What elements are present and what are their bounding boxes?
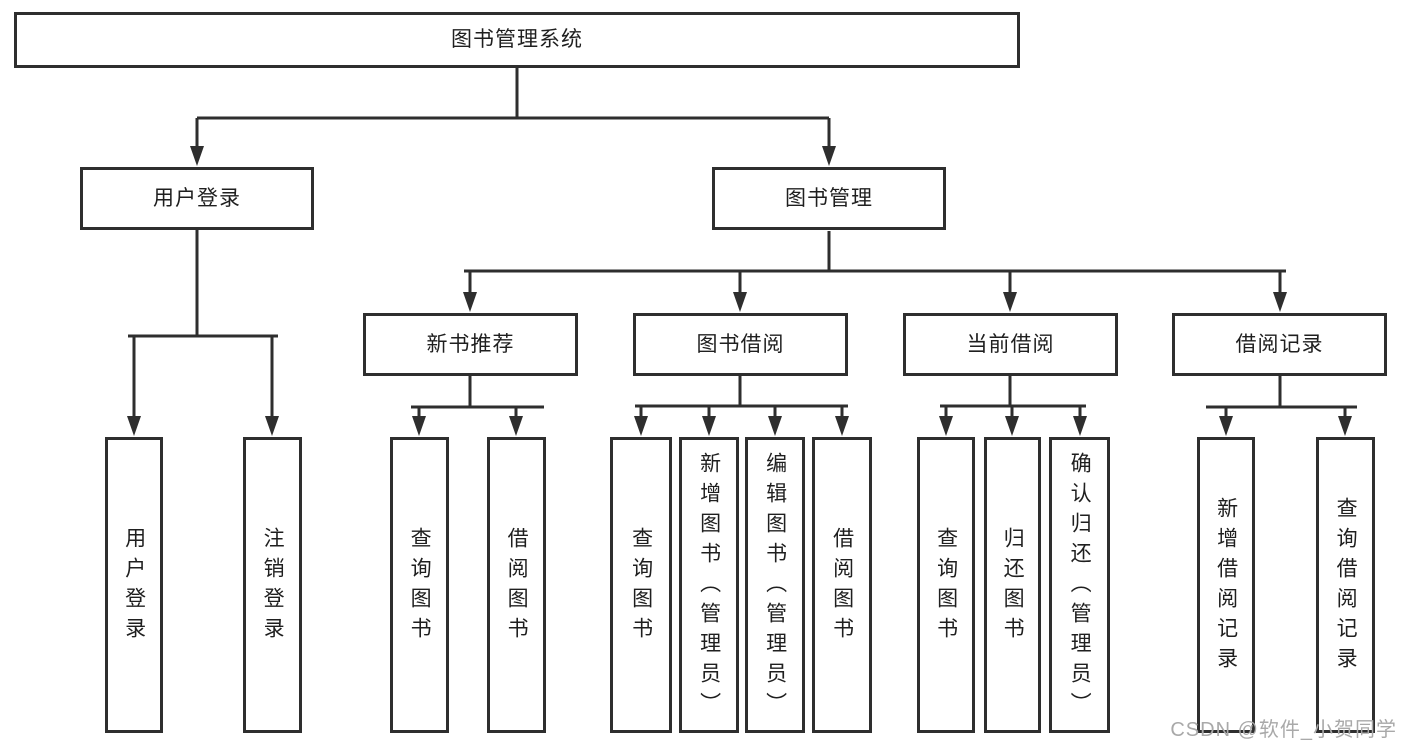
arrowhead-icon [939, 416, 953, 436]
arrowhead-icon [702, 416, 716, 436]
leaf-confirm-return-admin: 确认归还（管理员） [1049, 437, 1110, 733]
arrowhead-icon [768, 416, 782, 436]
arrowhead-icon [509, 416, 523, 436]
arrowhead-icon [463, 292, 477, 312]
leaf-add-books-admin: 新增图书（管理员） [679, 437, 739, 733]
leaf-logout: 注销登录 [243, 437, 302, 733]
arrowhead-icon [835, 416, 849, 436]
arrowhead-icon [1338, 416, 1352, 436]
leaf-query-borrowing-record: 查询借阅记录 [1316, 437, 1375, 733]
arrowheads [127, 146, 1352, 436]
arrowhead-icon [1005, 416, 1019, 436]
arrowhead-icon [127, 416, 141, 436]
arrowhead-icon [1273, 292, 1287, 312]
leaf-add-borrowing-record: 新增借阅记录 [1197, 437, 1255, 733]
node-book-management: 图书管理 [712, 167, 946, 230]
leaf-edit-books-admin: 编辑图书（管理员） [745, 437, 805, 733]
leaf-borrowing-query-books: 查询图书 [610, 437, 672, 733]
node-new-book-recommendation: 新书推荐 [363, 313, 578, 376]
arrowhead-icon [634, 416, 648, 436]
arrowhead-icon [412, 416, 426, 436]
leaf-recommend-borrow-books: 借阅图书 [487, 437, 546, 733]
node-user-login: 用户登录 [80, 167, 314, 230]
arrowhead-icon [733, 292, 747, 312]
arrowhead-icon [1073, 416, 1087, 436]
arrowhead-icon [190, 146, 204, 166]
csdn-watermark: CSDN @软件_小贺同学 [1170, 719, 1397, 741]
arrowhead-icon [1219, 416, 1233, 436]
arrowhead-icon [1003, 292, 1017, 312]
node-current-borrowing: 当前借阅 [903, 313, 1118, 376]
node-borrowing-records: 借阅记录 [1172, 313, 1387, 376]
connector-lines [128, 66, 1357, 420]
leaf-return-books: 归还图书 [984, 437, 1041, 733]
node-book-borrowing: 图书借阅 [633, 313, 848, 376]
arrowhead-icon [265, 416, 279, 436]
node-library-management-system: 图书管理系统 [14, 12, 1020, 68]
leaf-borrowing-borrow-books: 借阅图书 [812, 437, 872, 733]
arrowhead-icon [822, 146, 836, 166]
leaf-current-query-books: 查询图书 [917, 437, 975, 733]
leaf-recommend-query-books: 查询图书 [390, 437, 449, 733]
leaf-user-login: 用户登录 [105, 437, 163, 733]
